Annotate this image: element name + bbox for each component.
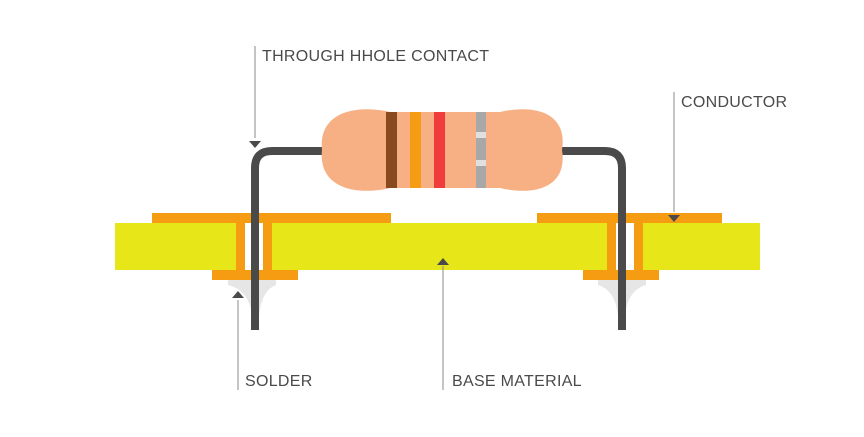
hole-plating-right-wall-a <box>607 223 616 273</box>
resistor-band-4 <box>476 112 486 188</box>
arrow-through-hole <box>249 141 261 148</box>
top-conductor-pad-right <box>537 213 722 223</box>
resistor-band-4-shine-b <box>476 160 486 166</box>
hole-plating-left-wall-a <box>236 223 245 273</box>
arrow-base-material <box>437 258 449 265</box>
label-solder: SOLDER <box>245 373 313 390</box>
label-through-hole-contact: THROUGH HHOLE CONTACT <box>262 48 489 65</box>
arrow-solder <box>232 291 244 298</box>
hole-plating-left-wall-b <box>263 223 272 273</box>
arrow-conductor <box>668 215 680 222</box>
resistor-lead-left <box>251 147 322 330</box>
resistor-band-2 <box>410 112 421 188</box>
label-base-material: BASE MATERIAL <box>452 373 582 390</box>
base-material-board <box>115 223 760 270</box>
resistor-lead-right <box>552 147 626 330</box>
resistor-band-3 <box>434 112 445 188</box>
hole-plating-right-wall-b <box>634 223 643 273</box>
resistor-band-1 <box>386 112 397 188</box>
resistor-band-4-shine-a <box>476 132 486 138</box>
label-conductor: CONDUCTOR <box>681 94 787 111</box>
top-conductor-pad-left <box>152 213 391 223</box>
